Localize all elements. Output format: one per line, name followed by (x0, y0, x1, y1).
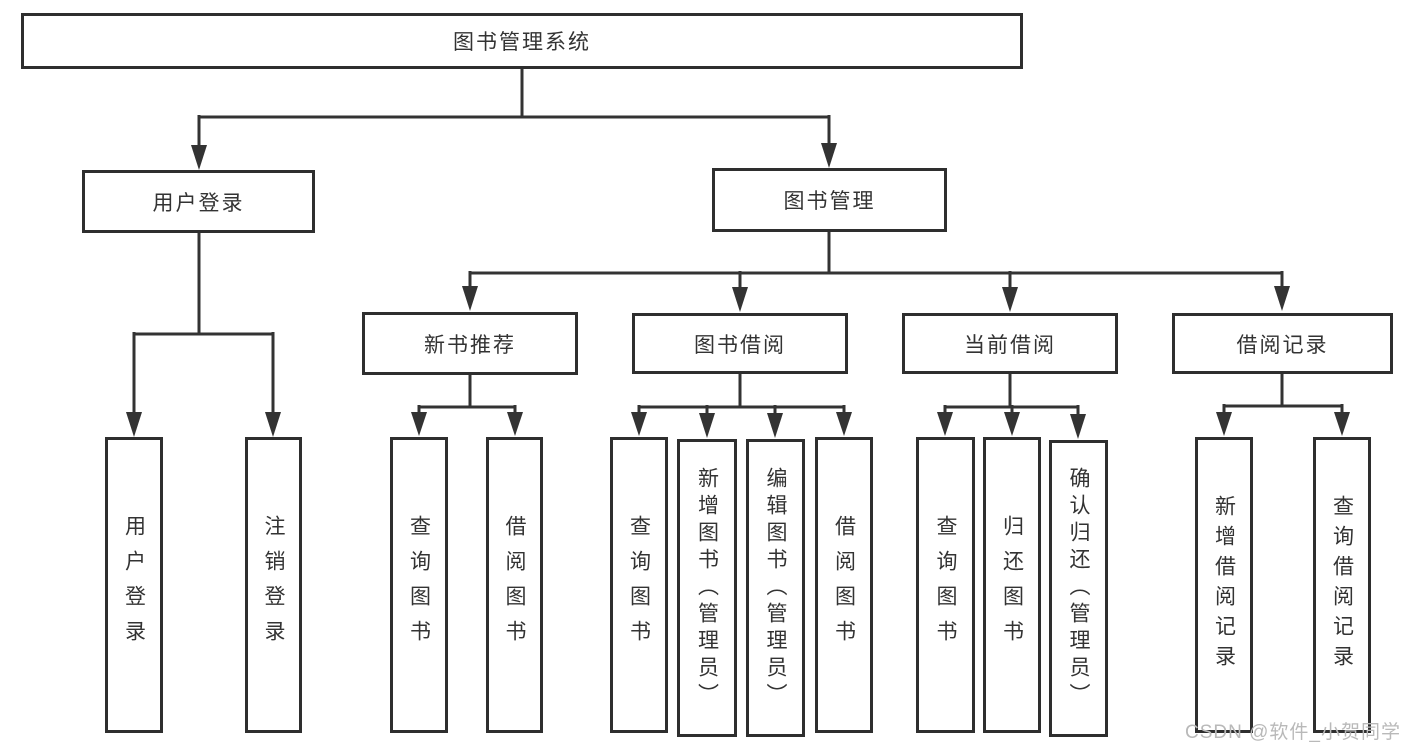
node-leaf-query-books-2: 查询图书 (610, 437, 668, 733)
connector-user-login-to-leaves (126, 233, 281, 437)
node-label: 图书借阅 (694, 333, 786, 357)
node-leaf-edit-books-admin: 编辑图书（管理员） (746, 439, 805, 737)
connector-book-management-to-level3 (462, 232, 1290, 312)
node-leaf-query-borrow-record: 查询借阅记录 (1313, 437, 1371, 733)
node-leaf-add-books-admin: 新增图书（管理员） (677, 439, 737, 737)
node-label: 当前借阅 (964, 333, 1056, 357)
node-leaf-borrow-books-1: 借阅图书 (486, 437, 543, 733)
connector-new-book-recommendation-to-leaves (411, 375, 523, 436)
node-label: 图书管理系统 (453, 31, 591, 54)
node-new-book-recommendation: 新书推荐 (362, 312, 578, 375)
node-leaf-query-books-3: 查询图书 (916, 437, 975, 733)
node-label: 归还图书 (1000, 515, 1024, 655)
connector-book-borrowing-to-leaves (631, 373, 852, 438)
node-label: 借阅图书 (503, 515, 526, 655)
connector-borrowing-records-to-leaves (1216, 373, 1350, 436)
node-label: 用户登录 (122, 515, 146, 655)
node-leaf-confirm-return-admin: 确认归还（管理员） (1049, 440, 1108, 737)
watermark: CSDN @软件_小贺同学 (1185, 722, 1401, 743)
node-book-borrowing: 图书借阅 (632, 313, 848, 374)
node-leaf-user-login: 用户登录 (105, 437, 163, 733)
node-label: 借阅记录 (1236, 333, 1329, 357)
node-label: 确认归还（管理员） (1067, 467, 1090, 710)
node-label: 查询图书 (407, 515, 431, 655)
node-label: 新增借阅记录 (1212, 495, 1236, 675)
node-label: 查询借阅记录 (1330, 495, 1354, 675)
node-label: 新书推荐 (424, 333, 516, 357)
node-label: 编辑图书（管理员） (764, 466, 787, 710)
connector-current-borrowing-to-leaves (937, 373, 1086, 439)
node-label: 注销登录 (262, 515, 285, 655)
node-label: 图书管理 (783, 190, 876, 213)
node-library-management-system: 图书管理系统 (21, 13, 1023, 69)
node-leaf-add-borrow-record: 新增借阅记录 (1195, 437, 1253, 733)
node-label: 借阅图书 (832, 515, 856, 655)
connector-root-to-level2 (191, 66, 837, 170)
node-label: 查询图书 (627, 515, 651, 655)
node-leaf-borrow-books-2: 借阅图书 (815, 437, 873, 733)
node-label: 新增图书（管理员） (695, 466, 719, 710)
node-leaf-query-books-1: 查询图书 (390, 437, 448, 733)
node-leaf-logout: 注销登录 (245, 437, 302, 733)
node-user-login: 用户登录 (82, 170, 315, 233)
node-borrowing-records: 借阅记录 (1172, 313, 1393, 374)
node-leaf-return-books: 归还图书 (983, 437, 1041, 733)
node-label: 查询图书 (934, 515, 957, 655)
node-label: 用户登录 (152, 191, 245, 215)
node-current-borrowing: 当前借阅 (902, 313, 1118, 374)
node-book-management: 图书管理 (712, 168, 947, 232)
